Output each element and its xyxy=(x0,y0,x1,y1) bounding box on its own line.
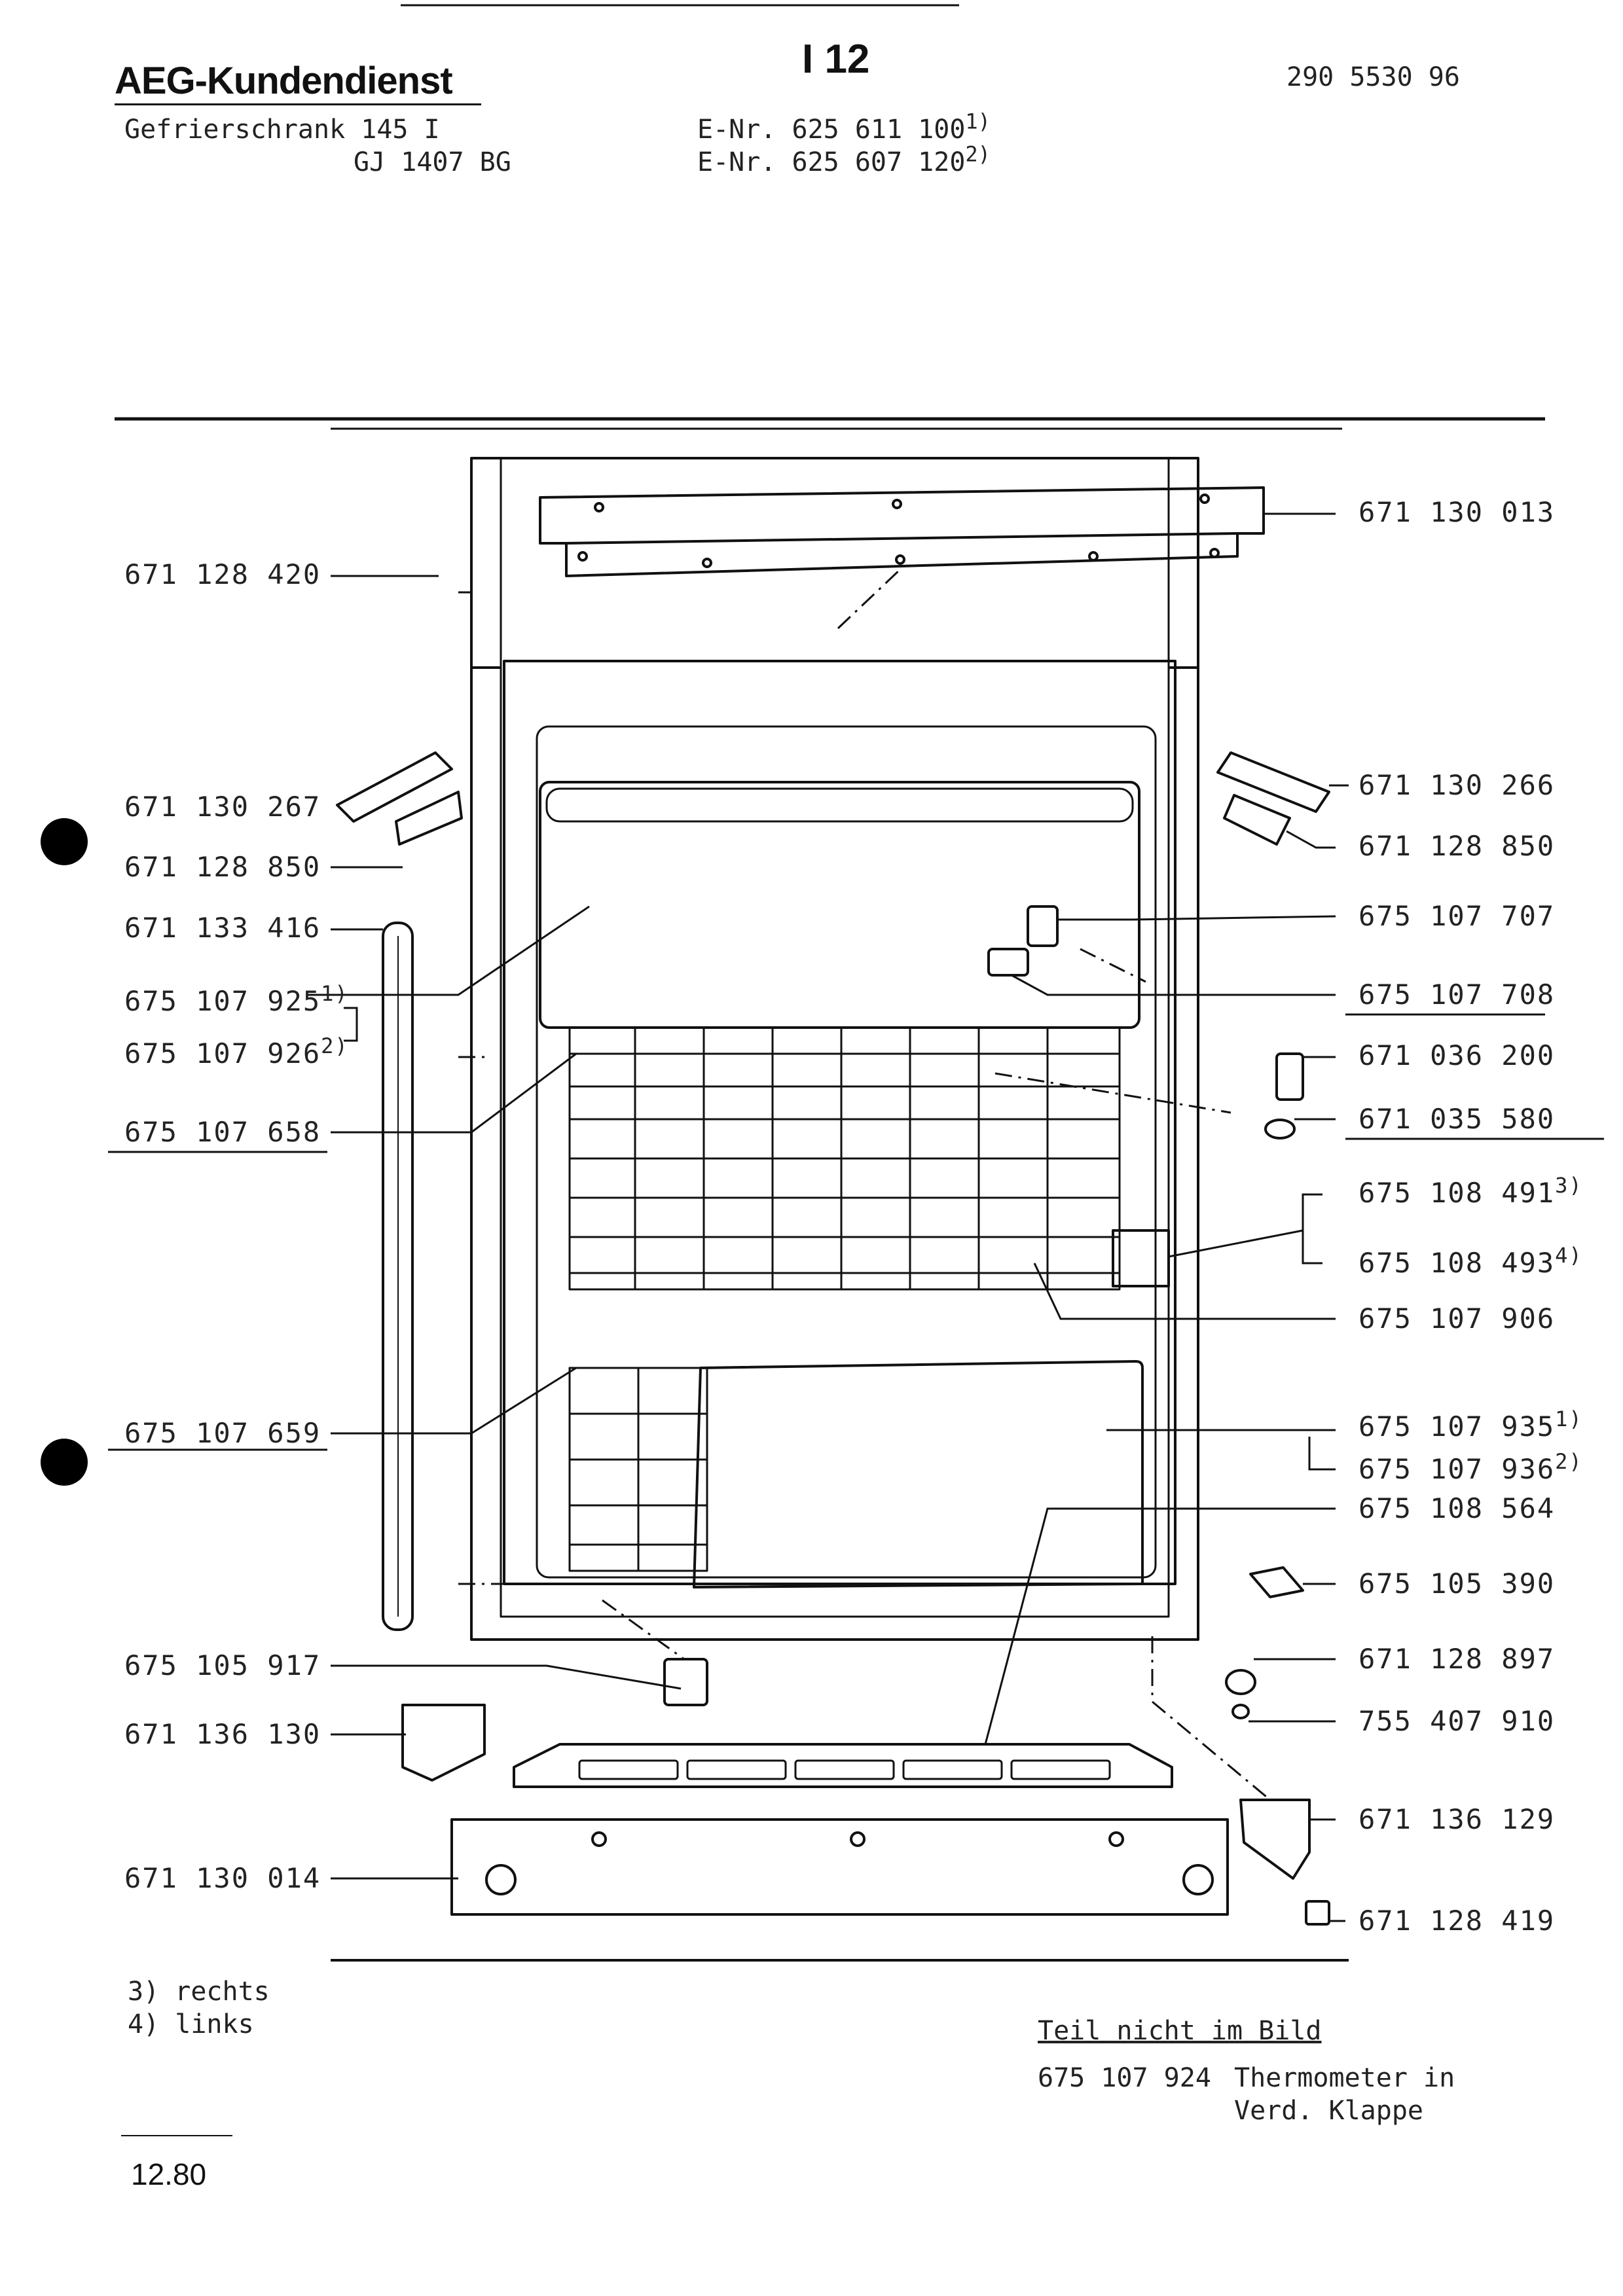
part-label-right: 671 128 897 xyxy=(1359,1643,1556,1675)
part-label-left: 675 105 917 xyxy=(124,1649,321,1681)
enr-line-1-text: E-Nr. 625 611 100 xyxy=(697,115,966,145)
part-label-right: 671 136 129 xyxy=(1359,1803,1556,1835)
footnote-3: 3) rechts xyxy=(128,1977,270,2007)
enr-line-2: E-Nr. 625 607 1202) xyxy=(697,144,991,177)
part-label-right: 671 036 200 xyxy=(1359,1039,1556,1071)
part-label-right: 755 407 910 xyxy=(1359,1705,1556,1737)
not-in-picture-part-number: 675 107 924 xyxy=(1038,2063,1211,2093)
part-number: 675 108 493 xyxy=(1359,1247,1556,1279)
part-label-right: 671 035 580 xyxy=(1359,1103,1556,1135)
part-label-right: 671 128 850 xyxy=(1359,830,1556,862)
part-label-left: 675 107 659 xyxy=(124,1417,321,1449)
brand-title: AEG-Kundendienst xyxy=(115,60,453,102)
part-label-right: 675 108 564 xyxy=(1359,1492,1556,1524)
date-topline xyxy=(121,2135,232,2136)
part-label-left: 675 107 9251) xyxy=(124,983,349,1017)
part-label-right: 675 107 9351) xyxy=(1359,1407,1583,1443)
footnote-4: 4) links xyxy=(128,2009,254,2039)
part-mark: 2) xyxy=(321,1033,349,1058)
part-label-right: 675 105 390 xyxy=(1359,1568,1556,1600)
part-label-right: 671 130 013 xyxy=(1359,496,1556,528)
part-mark: 2) xyxy=(1555,1449,1583,1474)
part-label-left: 671 133 416 xyxy=(124,912,321,944)
page-code: I 12 xyxy=(802,37,870,82)
part-label-right: 671 130 266 xyxy=(1359,769,1556,801)
not-in-picture-desc-2: Verd. Klappe xyxy=(1234,2096,1423,2126)
device-line-2: GJ 1407 BG xyxy=(354,147,511,177)
doc-number: 290 5530 96 xyxy=(1286,62,1460,92)
registration-dot xyxy=(41,818,88,865)
enr-line-2-text: E-Nr. 625 607 120 xyxy=(697,147,966,177)
not-in-picture-desc-1: Thermometer in xyxy=(1234,2063,1455,2093)
part-label-left: 671 128 850 xyxy=(124,851,321,883)
part-label-left: 671 130 014 xyxy=(124,1862,321,1894)
part-label-right: 675 107 707 xyxy=(1359,900,1556,932)
part-mark: 1) xyxy=(1555,1407,1583,1431)
part-label-right: 675 107 9362) xyxy=(1359,1451,1583,1485)
part-mark: 1) xyxy=(321,981,349,1006)
enr-line-1: E-Nr. 625 611 1001) xyxy=(697,111,991,145)
part-number: 675 107 935 xyxy=(1359,1410,1556,1443)
brand-underline xyxy=(115,103,481,105)
part-label-left: 675 107 658 xyxy=(124,1116,321,1148)
not-in-picture-title: Teil nicht im Bild xyxy=(1038,2016,1322,2046)
part-label-right: 675 108 4913) xyxy=(1359,1175,1583,1209)
enr-line-1-mark: 1) xyxy=(965,109,991,134)
part-number: 675 108 491 xyxy=(1359,1177,1556,1209)
revision-date: 12.80 xyxy=(131,2157,207,2191)
enr-line-2-mark: 2) xyxy=(965,141,991,167)
part-label-right: 675 107 708 xyxy=(1359,978,1556,1011)
part-label-left: 675 107 9262) xyxy=(124,1035,349,1069)
part-mark: 3) xyxy=(1555,1173,1583,1198)
part-label-right: 675 108 4934) xyxy=(1359,1245,1583,1279)
part-label-left: 671 136 130 xyxy=(124,1718,321,1750)
part-label-left: 671 128 420 xyxy=(124,558,321,590)
part-label-right: 675 107 906 xyxy=(1359,1302,1556,1335)
part-label-right: 671 128 419 xyxy=(1359,1905,1556,1937)
part-number: 675 107 926 xyxy=(124,1037,321,1069)
part-mark: 4) xyxy=(1555,1243,1583,1268)
part-number: 675 107 936 xyxy=(1359,1453,1556,1485)
part-number: 675 107 925 xyxy=(124,985,321,1017)
registration-dot xyxy=(41,1439,88,1486)
device-line-1: Gefrierschrank 145 I xyxy=(124,115,440,145)
part-label-left: 671 130 267 xyxy=(124,791,321,823)
